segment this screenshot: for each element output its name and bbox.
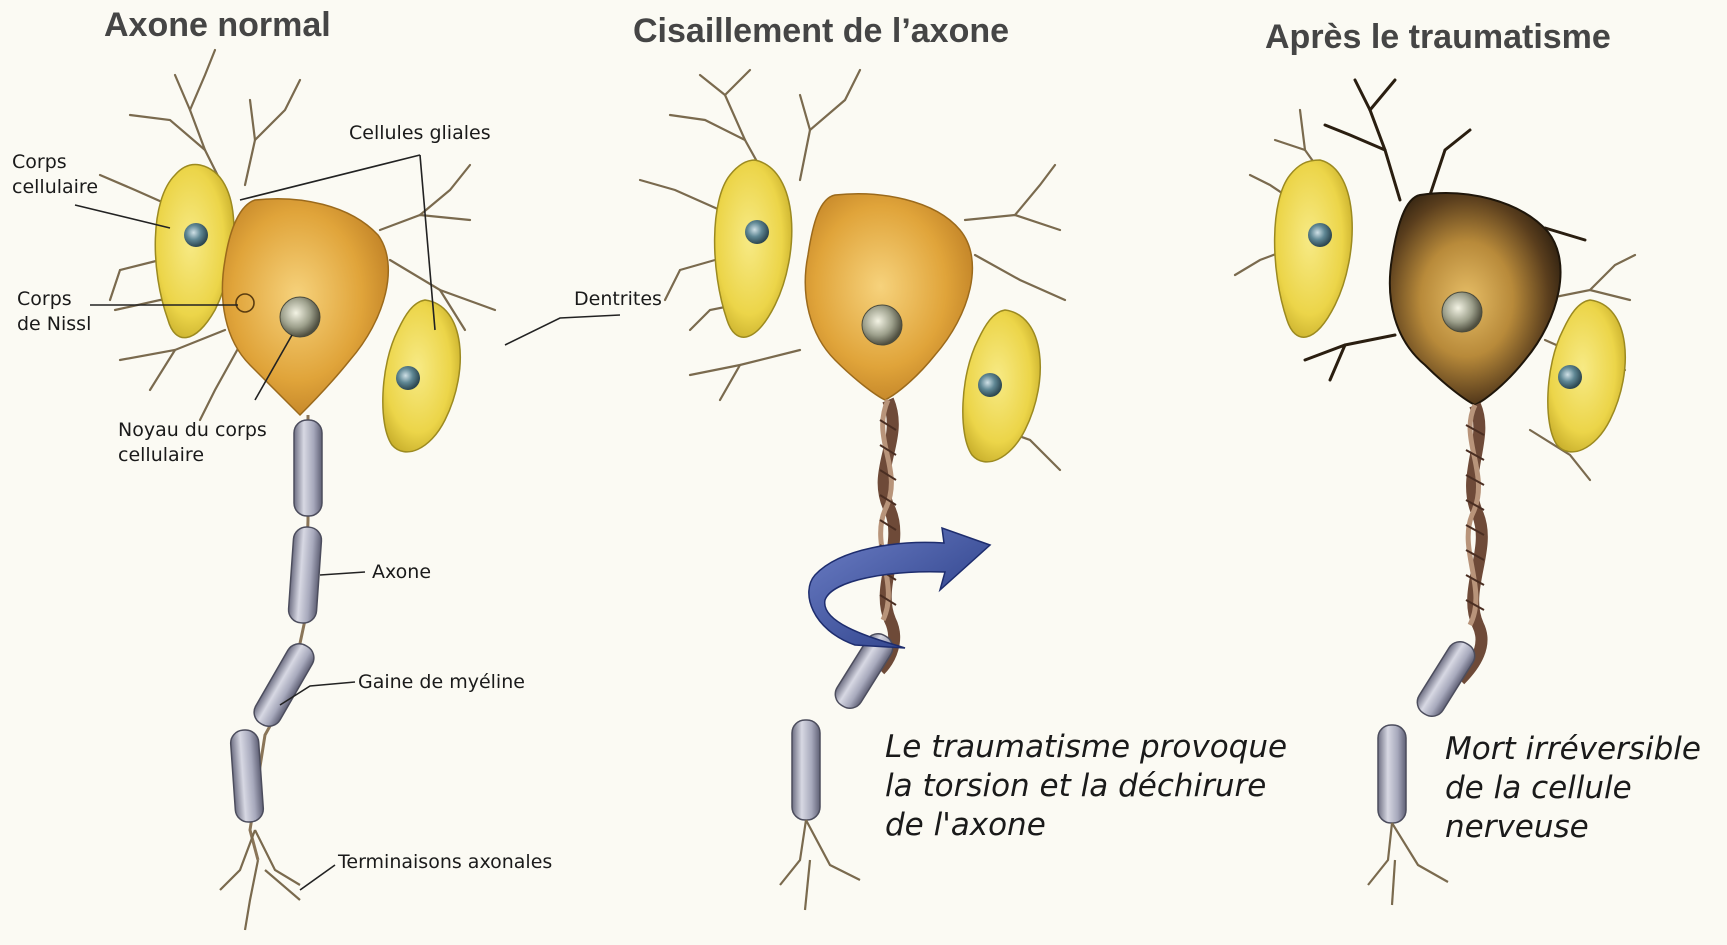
axon-terminals xyxy=(1368,823,1448,905)
label-noyau: Noyau du corps cellulaire xyxy=(118,418,267,468)
normal-neuron xyxy=(100,50,495,930)
twisted-axon xyxy=(1460,405,1484,680)
glial-nucleus xyxy=(184,223,208,247)
label-corps-cellulaire-line1: Corps xyxy=(12,150,98,175)
caption-shear: Le traumatisme provoque la torsion et la… xyxy=(885,728,1287,845)
cell-nucleus xyxy=(862,305,902,345)
title-apres-traumatisme: Après le traumatisme xyxy=(1265,18,1611,57)
label-corps-cellulaire: Corps cellulaire xyxy=(12,150,98,200)
glial-cell xyxy=(155,164,234,337)
caption-after-line2: de la cellule xyxy=(1445,769,1701,808)
label-noyau-line2: cellulaire xyxy=(118,443,267,468)
label-corps-cellulaire-line2: cellulaire xyxy=(12,175,98,200)
label-cellules-gliales: Cellules gliales xyxy=(349,121,491,146)
glial-cell xyxy=(715,160,792,337)
caption-after-line3: nerveuse xyxy=(1445,808,1701,847)
axon-terminals xyxy=(220,830,300,930)
axon-terminals xyxy=(780,820,860,910)
label-noyau-line1: Noyau du corps xyxy=(118,418,267,443)
twisted-axon xyxy=(880,400,896,670)
caption-shear-line3: de l'axone xyxy=(885,806,1287,845)
glial-cell xyxy=(383,300,460,452)
glial-nucleus xyxy=(1558,365,1582,389)
label-gaine-myeline: Gaine de myéline xyxy=(358,670,525,695)
label-corps-de-nissl: Corps de Nissl xyxy=(17,287,91,337)
cell-body xyxy=(805,194,972,400)
caption-shear-line1: Le traumatisme provoque xyxy=(885,728,1287,767)
glial-cell xyxy=(1275,160,1353,337)
label-axone: Axone xyxy=(372,560,431,585)
title-cisaillement: Cisaillement de l’axone xyxy=(633,12,1009,51)
caption-after-line1: Mort irréversible xyxy=(1445,730,1701,769)
myelin-sheath xyxy=(792,629,898,820)
myelin-sheath xyxy=(230,420,322,823)
title-axone-normal: Axone normal xyxy=(104,6,331,45)
caption-shear-line2: la torsion et la déchirure xyxy=(885,767,1287,806)
cell-nucleus xyxy=(1442,292,1482,332)
label-corps-de-nissl-line1: Corps xyxy=(17,287,91,312)
caption-after: Mort irréversible de la cellule nerveuse xyxy=(1445,730,1701,847)
glial-nucleus xyxy=(1308,223,1332,247)
glial-nucleus xyxy=(745,220,769,244)
label-terminaisons-axonales: Terminaisons axonales xyxy=(338,850,552,875)
glial-nucleus xyxy=(978,373,1002,397)
cell-nucleus xyxy=(280,297,320,337)
label-corps-de-nissl-line2: de Nissl xyxy=(17,312,91,337)
label-dentrites: Dentrites xyxy=(574,287,662,312)
glial-nucleus xyxy=(396,366,420,390)
